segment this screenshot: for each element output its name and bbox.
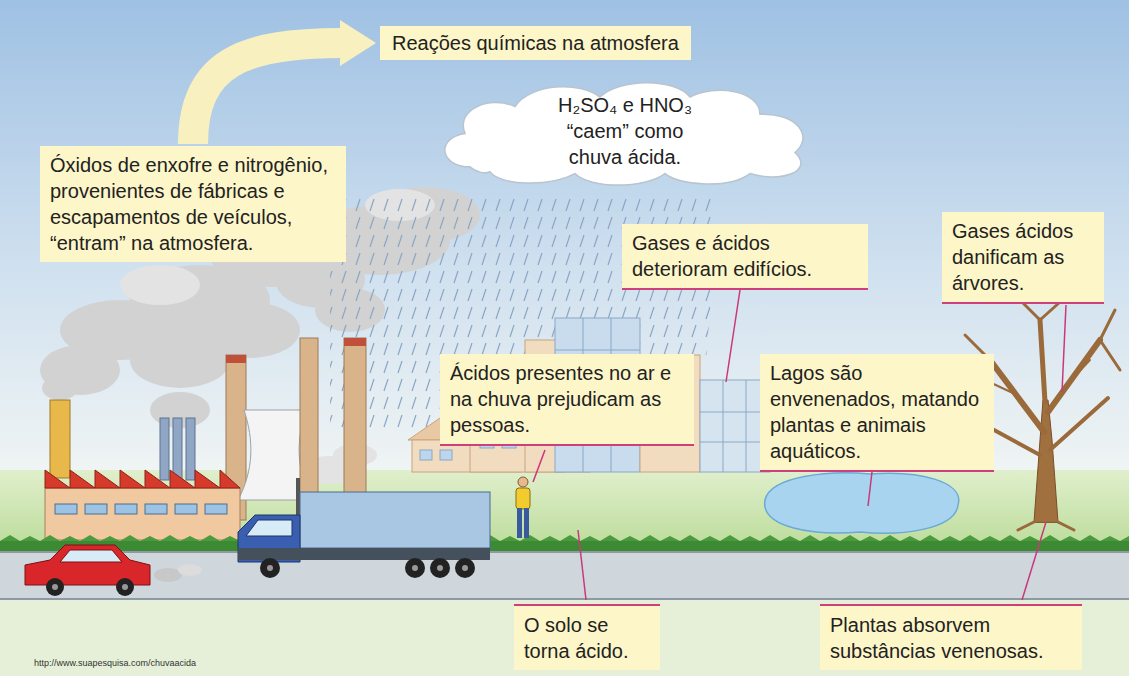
node-text: Reações químicas na atmosfera xyxy=(392,30,679,56)
lake xyxy=(765,473,959,533)
callout-box: Gases e ácidos deterioram edifícios. xyxy=(622,224,868,290)
node-text: O solo se torna ácido. xyxy=(524,612,650,664)
callout-box: Ácidos presentes no ar e na chuva prejud… xyxy=(440,354,694,446)
person xyxy=(516,477,530,538)
flow-arrow xyxy=(193,20,376,144)
road xyxy=(0,551,1129,676)
node-text: Óxidos de enxofre e nitrogênio, provenie… xyxy=(50,152,336,256)
arrow-head xyxy=(340,20,376,66)
cloud-path xyxy=(445,83,803,185)
callout-box: Lagos são envenenados, matando plantas e… xyxy=(760,354,994,472)
cloud-shape: H₂SO₄ e HNO₃ “caem” como chuva ácida. xyxy=(430,76,820,186)
node-text: Ácidos presentes no ar e na chuva prejud… xyxy=(450,360,684,438)
node-text: Gases e ácidos deterioram edifícios. xyxy=(632,230,858,282)
sky xyxy=(0,0,1129,480)
node-text: Plantas absorvem substâncias venenosas. xyxy=(830,612,1072,664)
car xyxy=(25,545,202,596)
node-text: Gases ácidos danificam as árvores. xyxy=(952,218,1094,296)
source-url: http://www.suapesquisa.com/chuvaacida xyxy=(34,658,196,668)
node-text: H₂SO₄ e HNO₃ “caem” como chuva ácida. xyxy=(550,92,700,170)
callout-box: Plantas absorvem substâncias venenosas. xyxy=(820,604,1082,670)
grass-edge xyxy=(0,535,1129,551)
callout-box: O solo se torna ácido. xyxy=(514,604,660,670)
callout-box: Gases ácidos danificam as árvores. xyxy=(942,212,1104,304)
arrow-body xyxy=(193,43,342,144)
process-label: Reações químicas na atmosfera xyxy=(380,26,691,60)
callout-box: Óxidos de enxofre e nitrogênio, provenie… xyxy=(40,146,346,262)
truck xyxy=(238,478,490,578)
buildings xyxy=(408,318,770,472)
node-text: Lagos são envenenados, matando plantas e… xyxy=(770,360,984,464)
grass xyxy=(0,470,1129,550)
